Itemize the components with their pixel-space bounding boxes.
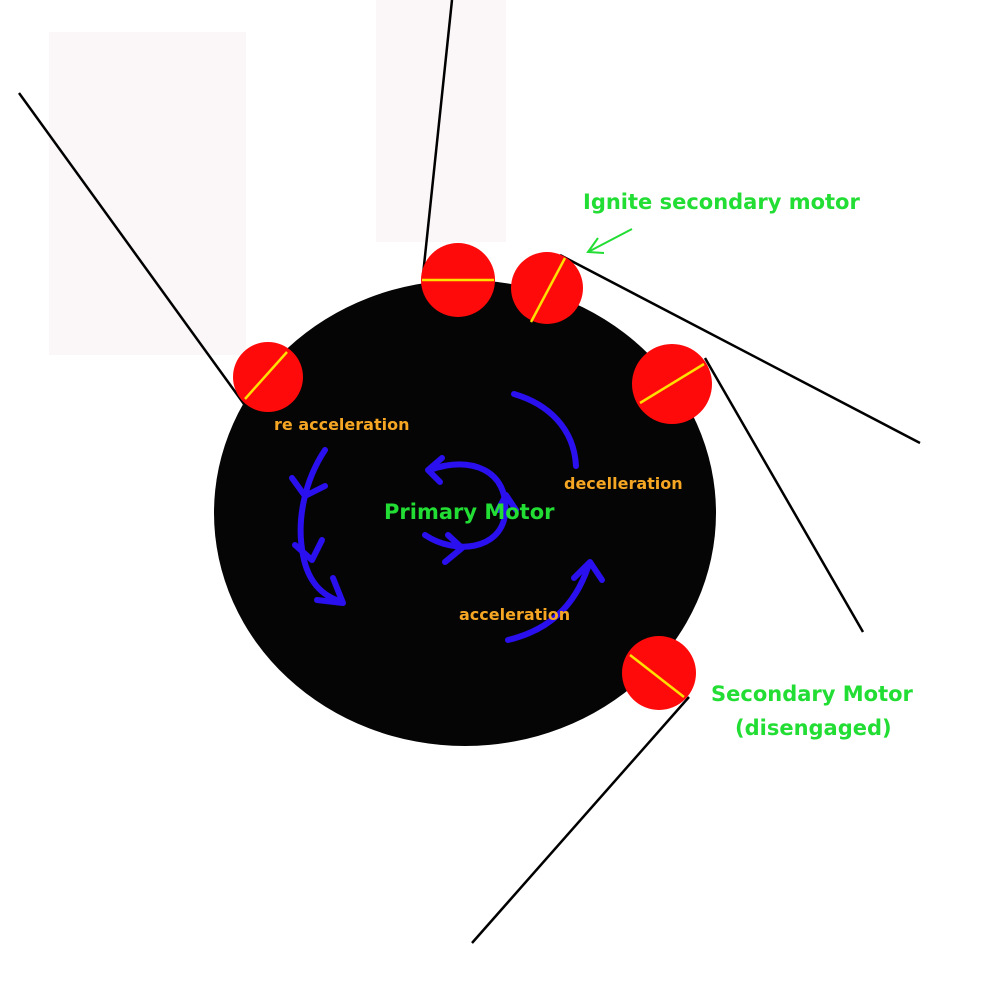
backdrop-panel-top bbox=[376, 0, 506, 242]
ignite-pointer-arrow bbox=[586, 228, 633, 254]
label-secondary-disengaged: (disengaged) bbox=[735, 716, 892, 740]
label-secondary-motor: Secondary Motor bbox=[711, 682, 914, 706]
label-re-acceleration: re acceleration bbox=[274, 415, 409, 434]
motor-top-right bbox=[511, 252, 583, 324]
motor-top bbox=[421, 243, 495, 317]
arm-bottom bbox=[471, 696, 690, 944]
arm-top-right bbox=[559, 253, 921, 445]
motor-right bbox=[632, 344, 712, 424]
label-decelleration: decelleration bbox=[564, 474, 683, 493]
motor-bottom-right bbox=[622, 636, 696, 710]
label-primary-motor: Primary Motor bbox=[384, 500, 555, 524]
arrow-decelleration bbox=[511, 391, 579, 469]
arm-left bbox=[17, 92, 246, 405]
motor-left bbox=[233, 342, 303, 412]
label-ignite-secondary: Ignite secondary motor bbox=[583, 190, 860, 214]
arm-top bbox=[421, 0, 454, 276]
arrow-acceleration bbox=[505, 559, 605, 643]
arm-right bbox=[703, 357, 865, 633]
arrow-primary-spin bbox=[422, 455, 519, 565]
primary-wheel bbox=[214, 280, 716, 746]
label-acceleration: acceleration bbox=[459, 605, 570, 624]
arrow-re-acceleration bbox=[289, 447, 346, 606]
backdrop-panel-left bbox=[49, 32, 246, 355]
